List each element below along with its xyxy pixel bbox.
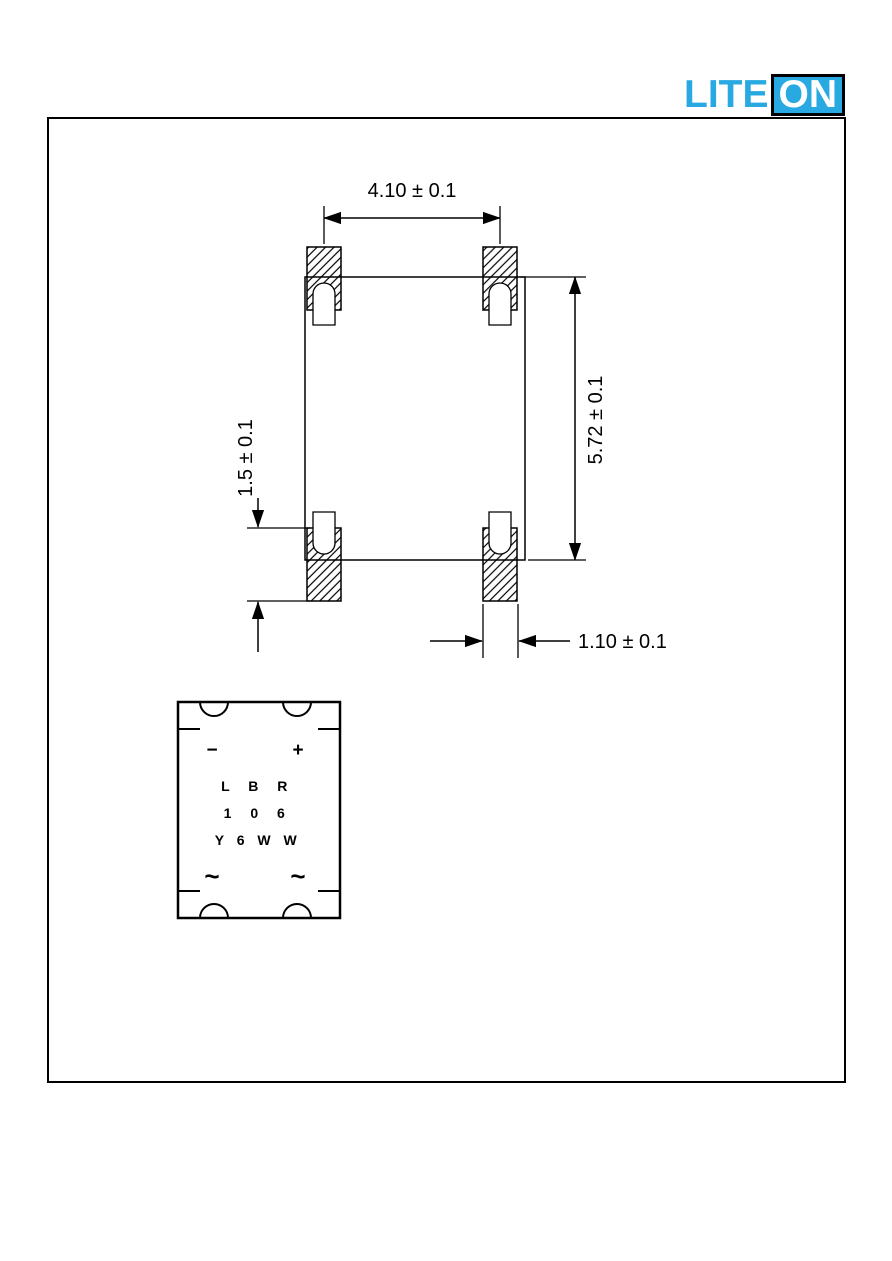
notch-bottom-left (199, 903, 229, 919)
dimension-bottom-label: 1.10 ± 0.1 (578, 631, 667, 653)
polarity-minus-label: − (206, 740, 217, 761)
logo-text-lite: LITE (684, 73, 769, 116)
dimension-top-label: 4.10 ± 0.1 (368, 180, 457, 202)
notch-top-right (282, 701, 312, 717)
ac-terminal-left-label: ~ (204, 861, 219, 891)
component-outline (176, 700, 342, 920)
pad-top-left (306, 246, 342, 326)
marking-line-3: Y 6 W W (215, 832, 301, 848)
notch-top-left (199, 701, 229, 717)
dimension-bottom: 1.10 ± 0.1 (430, 604, 667, 658)
footprint-drawing: 4.10 ± 0.1 5.72 ± 0.1 1.5 ± 0.1 (235, 180, 667, 658)
castellation-bottom-left (312, 511, 336, 555)
logo-text-on: ON (770, 74, 845, 116)
package-body-outline (304, 276, 526, 561)
dimension-left-label: 1.5 ± 0.1 (235, 419, 257, 497)
ac-terminal-right-label: ~ (290, 861, 305, 891)
dimension-right-label: 5.72 ± 0.1 (585, 376, 607, 465)
pad-bottom-right (482, 511, 518, 602)
marking-line-1: L B R (221, 778, 295, 794)
page-frame (47, 117, 846, 1083)
liteon-logo: LITE ON (684, 74, 845, 116)
marking-diagram: − + L B R 1 0 6 Y 6 W W ~ ~ (176, 700, 342, 920)
polarity-plus-label: + (292, 740, 303, 761)
castellation-top-left (312, 282, 336, 326)
pad-bottom-left (306, 511, 342, 602)
dimension-left: 1.5 ± 0.1 (235, 419, 310, 652)
marking-line-2: 1 0 6 (224, 805, 293, 821)
castellation-top-right (488, 282, 512, 326)
castellation-bottom-right (488, 511, 512, 555)
pad-top-right (482, 246, 518, 326)
dimension-top: 4.10 ± 0.1 (323, 180, 501, 244)
dimension-right: 5.72 ± 0.1 (520, 276, 607, 561)
notch-bottom-right (282, 903, 312, 919)
